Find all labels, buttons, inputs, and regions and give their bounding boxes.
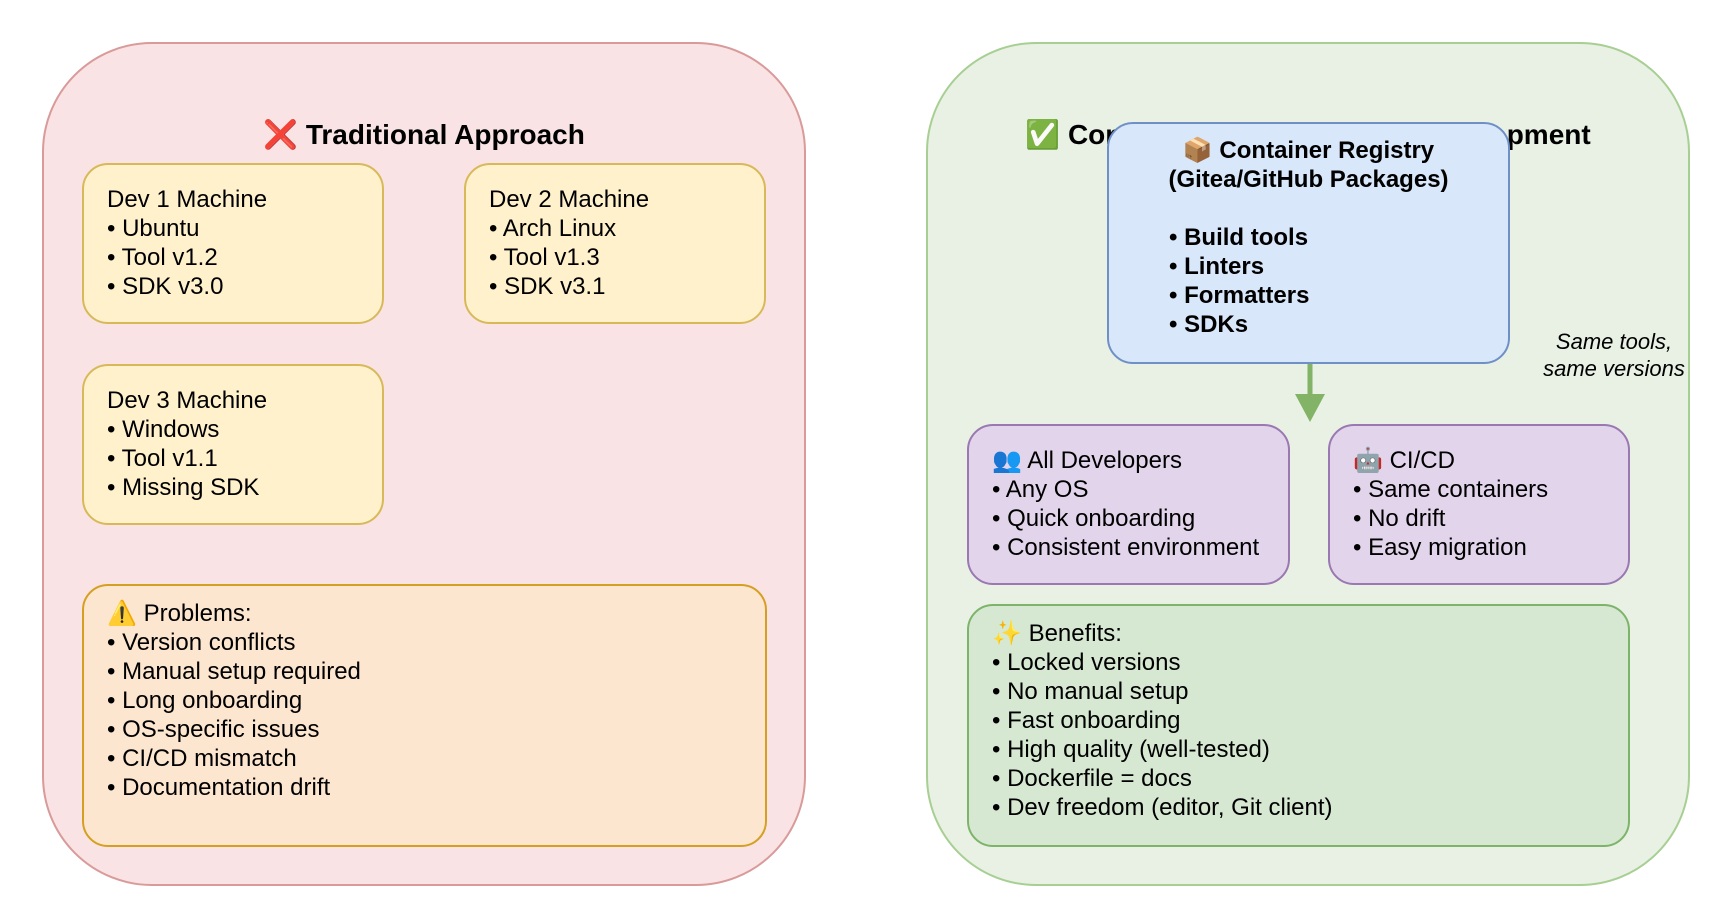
benefits-title: ✨ Benefits: — [992, 619, 1628, 648]
dev1-item: • Ubuntu — [107, 215, 200, 242]
spacer — [1109, 194, 1508, 223]
problems-title-text: Problems: — [143, 600, 252, 627]
dev3-machine-box: Dev 3 Machine • Windows • Tool v1.1 • Mi… — [82, 364, 384, 525]
cicd-box: 🤖 CI/CD • Same containers • No drift • E… — [1328, 424, 1630, 585]
dev1-item: • SDK v3.0 — [107, 273, 224, 300]
registry-item: • Build tools — [1169, 224, 1309, 251]
problem-item: • CI/CD mismatch — [107, 745, 297, 772]
package-icon: 📦 — [1182, 136, 1213, 164]
cicd-item: • Easy migration — [1353, 534, 1527, 561]
developers-item: • Any OS — [992, 476, 1089, 503]
problem-item: • Manual setup required — [107, 658, 361, 685]
warning-icon: ⚠️ — [107, 599, 137, 627]
registry-item: • SDKs — [1169, 311, 1249, 338]
all-developers-title: 👥 All Developers — [992, 446, 1288, 475]
benefit-item: • Dev freedom (editor, Git client) — [992, 794, 1333, 821]
benefit-item: • Locked versions — [992, 649, 1181, 676]
problem-item: • OS-specific issues — [107, 716, 320, 743]
dev2-machine-box: Dev 2 Machine • Arch Linux • Tool v1.3 •… — [464, 163, 766, 324]
dev2-item: • SDK v3.1 — [489, 273, 606, 300]
cicd-title-text: CI/CD — [1389, 447, 1455, 474]
cross-mark-icon: ❌ — [263, 118, 299, 151]
container-registry-box: 📦 Container Registry (Gitea/GitHub Packa… — [1107, 122, 1510, 364]
benefits-title-text: Benefits: — [1028, 620, 1122, 647]
traditional-approach-title-text: Traditional Approach — [305, 119, 585, 150]
problem-item: • Long onboarding — [107, 687, 303, 714]
down-arrow-head — [1295, 394, 1325, 422]
dev1-item: • Tool v1.2 — [107, 244, 218, 271]
benefit-item: • Dockerfile = docs — [992, 765, 1192, 792]
developers-item: • Consistent environment — [992, 534, 1260, 561]
cicd-item: • No drift — [1353, 505, 1446, 532]
side-note-line1: Same tools, — [1555, 329, 1673, 354]
dev3-machine-title: Dev 3 Machine — [107, 387, 268, 414]
dev3-item: • Windows — [107, 416, 220, 443]
all-developers-box: 👥 All Developers • Any OS • Quick onboar… — [967, 424, 1290, 585]
dev1-machine-box: Dev 1 Machine • Ubuntu • Tool v1.2 • SDK… — [82, 163, 384, 324]
dev2-item: • Arch Linux — [489, 215, 617, 242]
traditional-approach-title: ❌ Traditional Approach — [44, 118, 804, 151]
benefit-item: • No manual setup — [992, 678, 1189, 705]
check-mark-icon: ✅ — [1025, 118, 1061, 151]
registry-item: • Linters — [1169, 253, 1265, 280]
sparkles-icon: ✨ — [992, 619, 1022, 647]
developers-item: • Quick onboarding — [992, 505, 1196, 532]
dev3-item: • Missing SDK — [107, 474, 260, 501]
dev3-item: • Tool v1.1 — [107, 445, 218, 472]
down-arrow — [1295, 364, 1325, 422]
cicd-item: • Same containers — [1353, 476, 1549, 503]
problem-item: • Documentation drift — [107, 774, 331, 801]
people-icon: 👥 — [992, 446, 1022, 474]
problems-box: ⚠️ Problems: • Version conflicts • Manua… — [82, 584, 767, 847]
container-registry-title-text: Container Registry — [1219, 137, 1435, 164]
registry-items: • Build tools • Linters • Formatters • S… — [1109, 223, 1508, 339]
problems-title: ⚠️ Problems: — [107, 599, 765, 628]
all-developers-title-text: All Developers — [1027, 447, 1182, 474]
dev2-item: • Tool v1.3 — [489, 244, 600, 271]
benefit-item: • Fast onboarding — [992, 707, 1181, 734]
container-registry-title: 📦 Container Registry — [1109, 136, 1508, 165]
benefit-item: • High quality (well-tested) — [992, 736, 1270, 763]
registry-item: • Formatters — [1169, 282, 1310, 309]
robot-icon: 🤖 — [1353, 446, 1383, 474]
benefits-box: ✨ Benefits: • Locked versions • No manua… — [967, 604, 1630, 847]
dev2-machine-title: Dev 2 Machine — [489, 186, 650, 213]
side-note: Same tools, same versions — [1518, 328, 1710, 382]
side-note-line2: same versions — [1543, 356, 1685, 381]
container-registry-subtitle: (Gitea/GitHub Packages) — [1168, 166, 1449, 193]
problem-item: • Version conflicts — [107, 629, 296, 656]
dev1-machine-title: Dev 1 Machine — [107, 186, 268, 213]
cicd-title: 🤖 CI/CD — [1353, 446, 1628, 475]
